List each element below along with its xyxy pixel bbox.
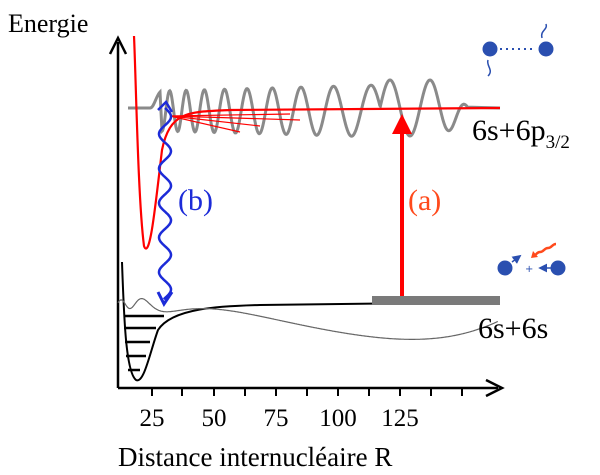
x-tick-label: 50 xyxy=(202,405,227,432)
x-tick-labels: 25 50 75 100 125 xyxy=(140,405,419,432)
atom-icon xyxy=(497,260,513,276)
x-tick-marks xyxy=(151,388,463,396)
arrow-icon xyxy=(511,254,522,264)
excited-asymptote-lines xyxy=(169,113,301,133)
collision-icon: + xyxy=(497,242,566,276)
photon-icon xyxy=(533,242,557,258)
upper-asymptote-label: 6s+6p3/2 xyxy=(472,114,570,153)
x-axis-label: Distance internucléaire R xyxy=(118,442,392,472)
transition-a-label: (a) xyxy=(408,184,441,217)
ground-continuum-bar xyxy=(372,296,500,305)
convergence-line xyxy=(169,113,291,117)
transition-b-arrow-bottom xyxy=(156,291,174,307)
motion-icon xyxy=(540,23,548,39)
atom-icon xyxy=(482,41,498,57)
motion-icon xyxy=(486,59,491,77)
vibrational-levels xyxy=(124,314,164,372)
y-axis-label: Energie xyxy=(8,9,88,38)
transition-b-label: (b) xyxy=(178,184,213,217)
upper-asymptote-subscript: 3/2 xyxy=(546,132,570,153)
convergence-line xyxy=(169,115,301,121)
excited-wavefunction xyxy=(128,78,501,138)
upper-asymptote-main: 6s+6p xyxy=(472,114,546,147)
x-axis-arrowhead xyxy=(485,378,505,398)
x-tick-label: 25 xyxy=(140,405,165,432)
atom-icon xyxy=(550,260,566,276)
atom-icon xyxy=(538,41,554,57)
photon-arrowhead-icon xyxy=(531,251,538,258)
lower-asymptote-label: 6s+6s xyxy=(478,312,548,345)
convergence-line xyxy=(169,115,241,133)
x-tick-label: 100 xyxy=(319,405,357,432)
transition-b-arrow xyxy=(157,107,173,301)
x-tick-label: 125 xyxy=(381,405,419,432)
transition-b-arrow-top xyxy=(157,99,174,113)
y-axis-arrowhead xyxy=(108,35,128,55)
ground-wavefunction xyxy=(117,298,498,340)
plus-icon: + xyxy=(525,264,533,275)
molecule-pair-icon xyxy=(482,23,554,77)
ground-state-potential xyxy=(121,261,501,382)
x-tick-label: 75 xyxy=(264,405,289,432)
convergence-line xyxy=(169,115,261,127)
axes xyxy=(108,35,505,398)
